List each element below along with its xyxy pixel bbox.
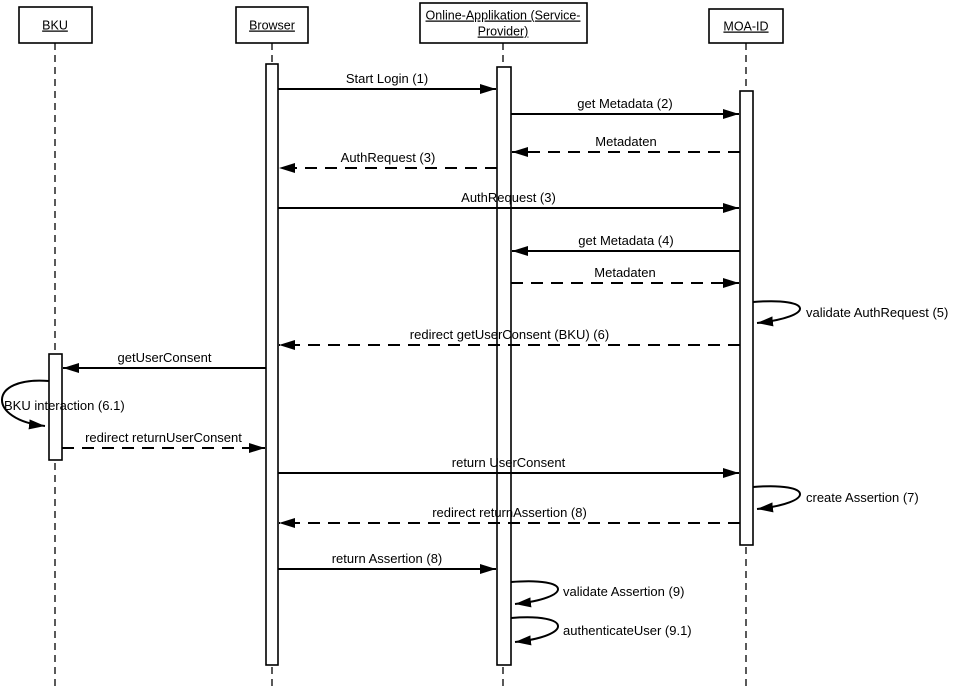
self-call-label: authenticateUser (9.1) [563,623,692,638]
self-call-label: BKU interaction (6.1) [4,398,125,413]
activation-bku [48,353,63,461]
message-8-moa-id-to-browser: redirect getUserConsent (BKU) (6) [279,327,740,350]
actor-label-online-applikation: Online-Applikation (Service-Provider) [426,9,581,39]
message-11-browser-to-moa-id: return UserConsent [278,455,739,478]
self-call-2-bku: BKU interaction (6.1) [1,379,125,430]
self-call-3-moa-id: create Assertion (7) [752,485,919,513]
actor-box-browser [235,6,309,44]
actor-browser: Browser [235,6,309,44]
message-13-browser-to-online-applikation: return Assertion (8) [278,551,496,574]
activation-online-applikation [496,66,512,666]
activation-browser [265,63,279,666]
activation-moa-id [739,90,754,546]
message-9-browser-to-bku: getUserConsent [63,350,266,373]
message-1-browser-to-online-applikation: Start Login (1) [278,71,496,94]
message-6-moa-id-to-online-applikation: get Metadata (4) [512,233,740,256]
message-12-moa-id-to-browser: redirect returnAssertion (8) [279,505,740,528]
message-5-browser-to-moa-id: AuthRequest (3) [278,190,739,213]
actor-online-applikation: Online-Applikation (Service-Provider) [419,2,588,44]
message-label: Metadaten [595,134,656,149]
actor-label-bku: BKU [42,19,68,33]
actor-box-moa-id [708,8,784,44]
self-call-loop [510,616,559,646]
message-label: redirect returnAssertion (8) [432,505,587,520]
message-label: get Metadata (4) [578,233,673,248]
actor-bku: BKU [18,6,93,44]
message-label: get Metadata (2) [577,96,672,111]
self-call-4-online-applikation: validate Assertion (9) [510,580,684,608]
actor-box-bku [18,6,93,44]
actor-label-moa-id: MOA-ID [723,20,768,34]
message-label: AuthRequest (3) [461,190,556,205]
message-label: return UserConsent [452,455,566,470]
message-4-online-applikation-to-browser: AuthRequest (3) [279,150,497,173]
message-3-moa-id-to-online-applikation: Metadaten [512,134,740,157]
actor-moa-id: MOA-ID [708,8,784,44]
message-label: Start Login (1) [346,71,428,86]
self-call-label: create Assertion (7) [806,490,919,505]
self-call-loop [1,379,50,430]
self-call-loop [752,300,801,327]
actor-label-browser: Browser [249,19,295,33]
message-label: redirect returnUserConsent [85,430,242,445]
message-2-online-applikation-to-moa-id: get Metadata (2) [511,96,739,119]
self-call-5-online-applikation: authenticateUser (9.1) [510,616,692,646]
message-7-online-applikation-to-moa-id: Metadaten [511,265,739,288]
self-call-label: validate Assertion (9) [563,584,684,599]
self-call-loop [752,485,801,513]
message-label: getUserConsent [118,350,212,365]
actor-box-online-applikation [419,2,588,44]
message-label: Metadaten [594,265,655,280]
self-call-label: validate AuthRequest (5) [806,305,948,320]
message-label: redirect getUserConsent (BKU) (6) [410,327,609,342]
self-call-loop [510,580,559,608]
message-label: AuthRequest (3) [341,150,436,165]
message-10-bku-to-browser: redirect returnUserConsent [62,430,265,453]
self-call-1-moa-id: validate AuthRequest (5) [752,300,948,327]
message-label: return Assertion (8) [332,551,443,566]
